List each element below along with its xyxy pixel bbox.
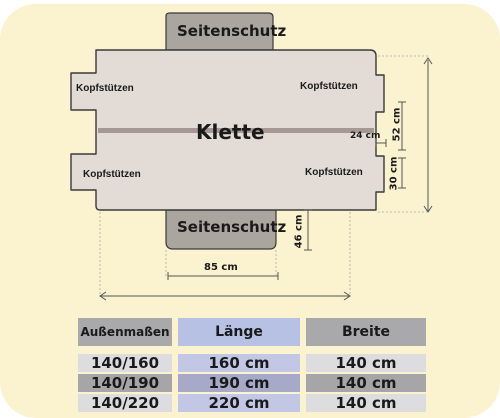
row-1-breite: 140 cm — [306, 354, 426, 372]
row-3-size: 140/220 — [78, 394, 172, 412]
dimension-headrest-gap: 24 cm — [350, 131, 381, 141]
dimension-upper-height: 52 cm — [391, 107, 403, 142]
dimension-flap-width: 85 cm — [204, 262, 238, 273]
row-1-laenge: 160 cm — [178, 354, 300, 372]
header-breite: Breite — [306, 318, 426, 346]
size-table: Außenmaßen Länge Breite 140/160 160 cm 1… — [78, 318, 428, 418]
center-label: Klette — [196, 120, 265, 144]
row-2-breite: 140 cm — [306, 374, 426, 392]
extension-lines — [99, 55, 428, 296]
klette-strip — [98, 128, 374, 133]
row-3-breite: 140 cm — [306, 394, 426, 412]
dimension-lower-height: 30 cm — [388, 156, 400, 191]
bottom-flap-label: Seitenschutz — [177, 218, 287, 236]
top-flap — [165, 12, 274, 51]
row-2-laenge: 190 cm — [178, 374, 300, 392]
header-aussenmasse: Außenmaßen — [78, 318, 172, 346]
row-1-size: 140/160 — [78, 354, 172, 372]
bottom-flap — [165, 209, 277, 250]
dimension-flap-height: 46 cm — [293, 214, 305, 249]
headrest-label-bottom-left: Kopfstützen — [83, 169, 141, 180]
headrest-label-top-left: Kopfstützen — [76, 83, 134, 94]
row-2-size: 140/190 — [78, 374, 172, 392]
header-laenge: Länge — [178, 318, 300, 346]
headrest-label-bottom-right: Kopfstützen — [305, 167, 363, 178]
headrest-label-top-right: Kopfstützen — [300, 81, 358, 92]
row-3-laenge: 220 cm — [178, 394, 300, 412]
top-flap-label: Seitenschutz — [177, 22, 287, 40]
